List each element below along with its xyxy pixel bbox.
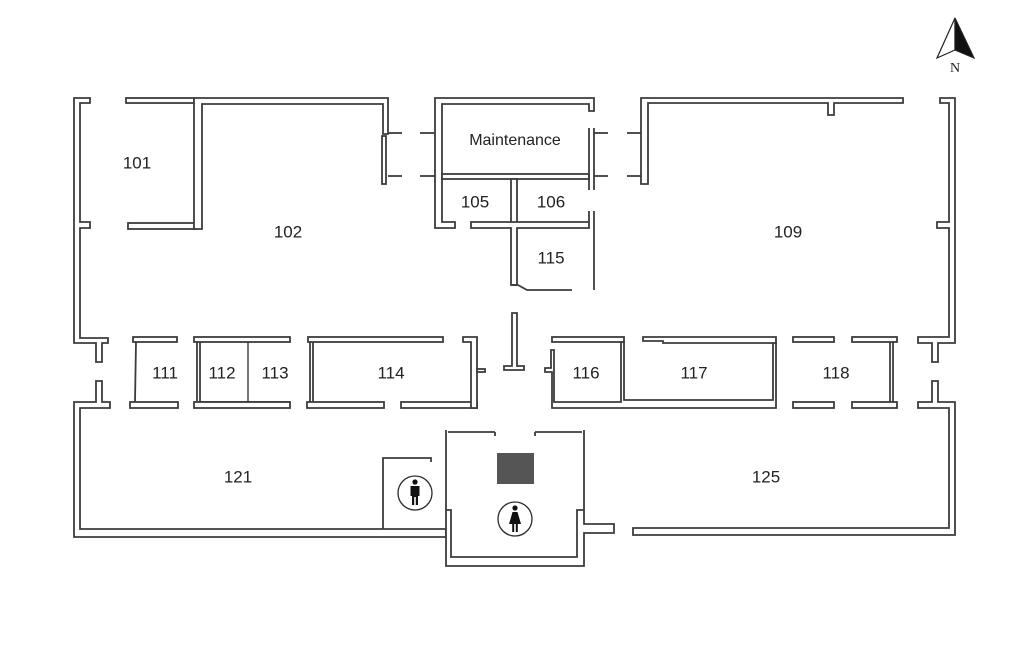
room-label-105: 105 (461, 192, 489, 211)
room-label-112: 112 (208, 363, 235, 382)
walls-maintenance-block (434, 97, 642, 291)
room-label-114: 114 (377, 363, 404, 382)
walls-middle-east (544, 336, 898, 409)
room-label-106: 106 (537, 192, 565, 211)
north-arrow-icon: N (935, 17, 976, 76)
room-label-121: 121 (224, 467, 252, 486)
walls-west-wing (73, 97, 435, 363)
room-label-109: 109 (774, 222, 802, 241)
room-label-116: 116 (572, 363, 599, 382)
mens-restroom-icon (397, 475, 433, 511)
room-label-111: 111 (152, 363, 178, 382)
room-label-101: 101 (123, 153, 151, 172)
room-label-113: 113 (261, 363, 288, 382)
elevator-icon (497, 453, 534, 484)
room-label-118: 118 (822, 363, 849, 382)
walls-center-post (503, 312, 525, 371)
room-label-maintenance: Maintenance (469, 132, 561, 149)
room-label-125: 125 (752, 467, 780, 486)
room-label-115: 115 (537, 248, 564, 267)
north-label: N (950, 61, 960, 76)
walls-south-west (73, 380, 496, 538)
walls-east-wing (640, 97, 956, 363)
walls-south-east (632, 380, 956, 536)
walls-restroom-core (445, 430, 615, 567)
walls-middle-west (129, 336, 486, 409)
room-label-102: 102 (274, 222, 302, 241)
womens-restroom-icon (497, 501, 533, 537)
room-label-117: 117 (680, 363, 707, 382)
